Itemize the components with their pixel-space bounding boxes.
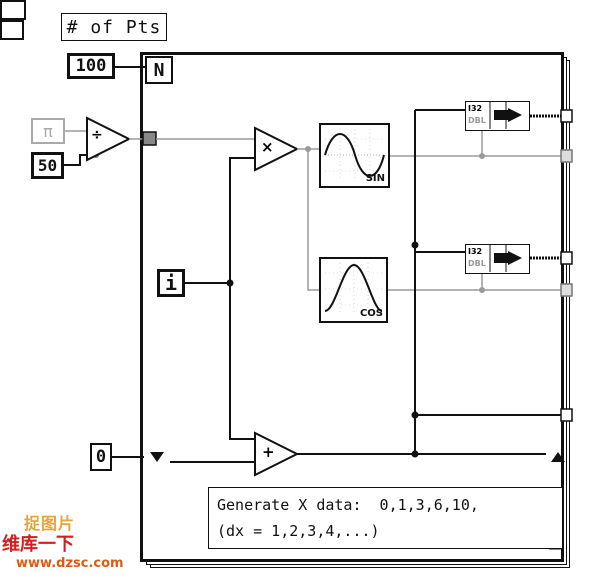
output-tunnel-1 [560, 109, 573, 123]
initial-constant[interactable]: 0 [90, 443, 112, 471]
shift-register-right[interactable] [0, 20, 24, 40]
comment-box: Generate X data: 0,1,3,6,10, (dx = 1,2,3… [208, 487, 563, 549]
bundle-dbl-label: DBL [468, 116, 486, 125]
divide-symbol: ÷ [91, 127, 103, 143]
count-terminal[interactable]: N [145, 56, 173, 84]
junction-x-bottom [411, 450, 419, 458]
iteration-terminal[interactable]: i [157, 269, 185, 297]
watermark: 捉图片 维库一下 www.dzsc.com [2, 510, 142, 580]
multiply-symbol: × [261, 138, 274, 156]
output-tunnel-2 [560, 149, 573, 163]
wire-cos-out [388, 274, 483, 291]
watermark-logo: 捉图片 [24, 514, 76, 533]
wire-i-to-add [229, 283, 256, 440]
wire-sin-out [390, 131, 483, 157]
bundle-i32-label: I32 [468, 247, 483, 256]
junction-cos [479, 287, 485, 293]
add-symbol: + [262, 443, 275, 461]
output-tunnel-5 [560, 408, 573, 422]
output-tunnel-4 [560, 283, 573, 297]
pts-constant[interactable]: 100 [67, 53, 115, 79]
output-tunnel-3 [560, 251, 573, 265]
bundle-arrow-icon [489, 245, 522, 272]
cosine-node[interactable]: COS [319, 257, 388, 323]
multiply-node[interactable] [254, 126, 300, 172]
input-tunnel [142, 131, 157, 146]
shift-register-left-arrow [150, 452, 164, 462]
bundle-node-top[interactable]: I32 DBL [465, 101, 530, 131]
comment-line-1: Generate X data: 0,1,3,6,10, [217, 496, 479, 514]
divide-node[interactable] [86, 116, 132, 162]
bundle-dbl-label: DBL [468, 259, 486, 268]
pi-constant[interactable]: π [31, 118, 65, 144]
junction-sin [479, 153, 485, 159]
watermark-brand: 维库一下 [2, 534, 74, 555]
wire-to-cos [307, 149, 319, 291]
junction-i [226, 279, 234, 287]
junction-x-mid [411, 241, 419, 249]
shift-register-left[interactable] [0, 0, 26, 20]
sine-label: SIN [365, 173, 385, 184]
pts-label: # of Pts [61, 13, 167, 41]
sine-node[interactable]: SIN [319, 123, 390, 188]
bundle-node-mid[interactable]: I32 DBL [465, 244, 530, 274]
bundle-arrow-icon [489, 102, 522, 129]
comment-line-2: (dx = 1,2,3,4,...) [217, 522, 380, 540]
watermark-url: www.dzsc.com [16, 556, 124, 571]
divisor-constant[interactable]: 50 [31, 152, 64, 179]
wire-i-to-mult [229, 157, 256, 283]
add-node[interactable] [254, 431, 300, 477]
sine-wave-icon [324, 129, 385, 181]
cosine-label: COS [359, 308, 383, 319]
shift-register-right-arrow [551, 452, 565, 462]
cosine-wave-icon [324, 263, 383, 315]
bundle-i32-label: I32 [468, 104, 483, 113]
